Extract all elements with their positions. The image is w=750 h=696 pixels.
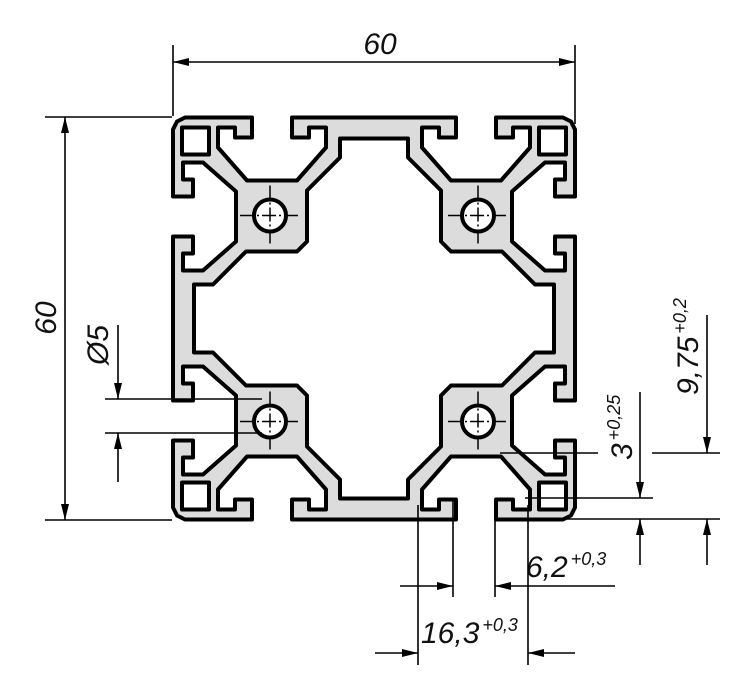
dimension-height-label: 60 (30, 301, 63, 335)
dimension-bore: Ø5 (82, 325, 262, 482)
dimension-slot-lip-depth-label: 3+0,25 (604, 394, 639, 460)
profile-outline (171, 115, 577, 522)
dimension-slot-opening-label: 6,2+0,3 (526, 549, 606, 584)
dimension-slot-width-label: 16,3+0,3 (421, 615, 518, 650)
profile-cross-section (171, 115, 577, 522)
dimension-width-label: 60 (363, 28, 397, 61)
dimension-slot-opening: 6,2+0,3 (400, 500, 615, 597)
dimension-slot-lip-depth: 3+0,25 (525, 392, 720, 565)
dimension-height: 60 (30, 116, 172, 521)
dimension-width: 60 (172, 28, 576, 124)
dimension-slot-depth-label: 9,75+0,2 (670, 298, 705, 395)
dimension-slot-depth: 9,75+0,2 (500, 298, 720, 565)
dimension-bore-label: Ø5 (82, 325, 115, 366)
dimension-slot-width: 16,3+0,3 (375, 505, 575, 665)
